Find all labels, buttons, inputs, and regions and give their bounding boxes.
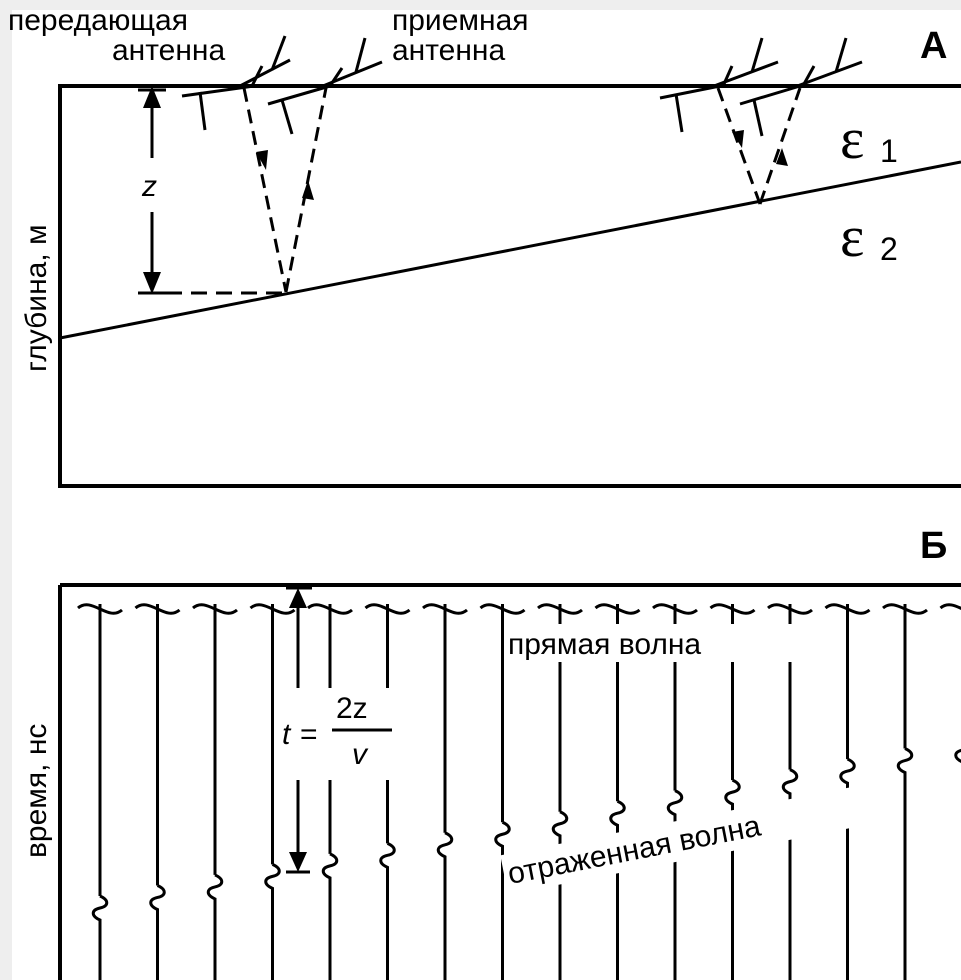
depth-axis-label: глубина, м — [20, 224, 53, 372]
formula-equals: = — [300, 718, 318, 751]
panel-a-letter: А — [920, 25, 947, 67]
formula-numerator: 2z — [336, 692, 368, 725]
time-axis-label: время, нс — [20, 724, 53, 858]
radar-trace — [422, 603, 468, 980]
receive-antenna-icon-right — [739, 37, 863, 137]
receive-antenna-icon — [267, 37, 383, 135]
up-arrow-icon — [302, 180, 314, 200]
up-arrow-icon-right — [776, 148, 788, 166]
layer1-subscript: 1 — [880, 133, 898, 169]
radar-trace — [882, 603, 928, 980]
radar-trace — [939, 603, 961, 980]
radar-trace — [134, 603, 181, 980]
depth-section-box — [58, 84, 961, 488]
depth-arrow — [138, 86, 286, 295]
direct-wave-label-bg — [504, 624, 794, 662]
transmit-antenna-icon-right — [659, 37, 779, 133]
receive-antenna-label-line1: приемная — [392, 4, 529, 37]
formula-t: t — [282, 718, 292, 751]
radar-trace — [479, 603, 526, 980]
transmit-antenna-label-line2: антенна — [112, 34, 225, 67]
transmit-antenna-icon — [181, 35, 291, 131]
layer-interface — [59, 160, 961, 340]
receive-antenna-label-line2: антенна — [392, 34, 505, 67]
panel-b-letter: Б — [920, 525, 947, 567]
depth-symbol-z: z — [141, 170, 157, 203]
travel-time-arrow — [286, 586, 312, 874]
layer2-subscript: 2 — [880, 231, 898, 267]
radar-trace — [249, 603, 296, 980]
down-arrow-icon-right — [732, 130, 744, 148]
radar-trace — [824, 603, 871, 980]
formula-denominator: v — [352, 738, 369, 771]
figure-canvas — [12, 10, 961, 980]
direct-wave-label: прямая волна — [508, 628, 701, 661]
ray-path-1 — [242, 87, 328, 293]
down-arrow-icon — [256, 150, 268, 170]
panel-a: А передающая антенна приемная антенна гл… — [8, 4, 961, 488]
travel-time-formula: t = 2z v — [276, 688, 400, 780]
radar-trace — [192, 603, 238, 980]
layer2-epsilon: ε — [840, 204, 864, 269]
radar-trace — [77, 603, 123, 980]
layer1-epsilon: ε — [840, 106, 864, 171]
transmit-antenna-label-line1: передающая — [8, 4, 188, 37]
